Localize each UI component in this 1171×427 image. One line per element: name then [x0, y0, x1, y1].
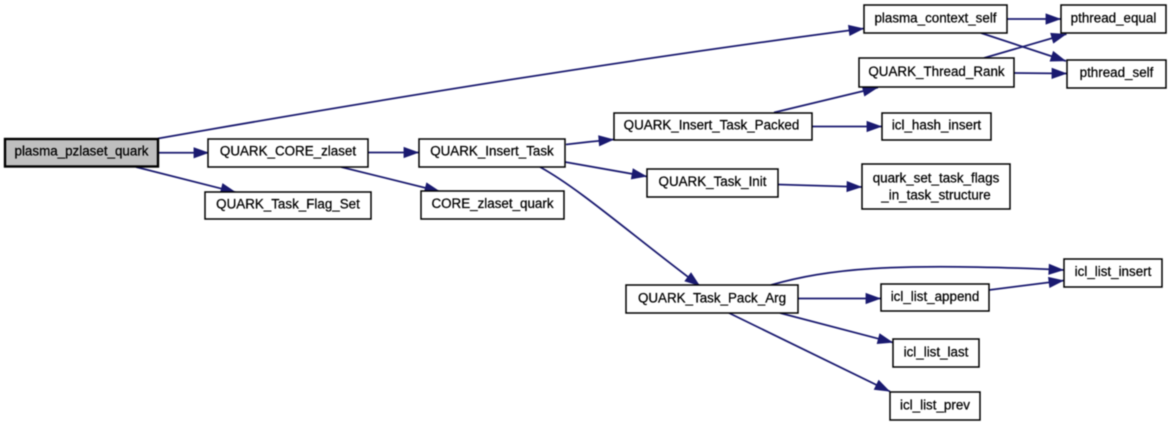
svg-text:plasma_context_self: plasma_context_self — [874, 10, 996, 25]
svg-text:QUARK_Insert_Task: QUARK_Insert_Task — [430, 144, 554, 159]
svg-text:icl_list_append: icl_list_append — [891, 289, 980, 304]
svg-text:QUARK_Insert_Task_Packed: QUARK_Insert_Task_Packed — [624, 118, 800, 133]
svg-text:icl_list_last: icl_list_last — [904, 345, 969, 360]
svg-text:icl_list_prev: icl_list_prev — [900, 398, 970, 413]
svg-text:QUARK_CORE_zlaset: QUARK_CORE_zlaset — [220, 144, 356, 159]
svg-text:QUARK_Task_Pack_Arg: QUARK_Task_Pack_Arg — [638, 290, 786, 305]
svg-text:quark_set_task_flags: quark_set_task_flags — [873, 171, 1000, 186]
svg-text:QUARK_Task_Init: QUARK_Task_Init — [659, 174, 767, 189]
svg-text:pthread_self: pthread_self — [1080, 65, 1154, 80]
svg-text:pthread_equal: pthread_equal — [1071, 10, 1157, 25]
svg-text:plasma_pzlaset_quark: plasma_pzlaset_quark — [15, 144, 149, 159]
svg-text:QUARK_Thread_Rank: QUARK_Thread_Rank — [868, 64, 1005, 79]
svg-text:icl_hash_insert: icl_hash_insert — [892, 118, 982, 133]
svg-text:icl_list_insert: icl_list_insert — [1075, 264, 1152, 279]
svg-text:QUARK_Task_Flag_Set: QUARK_Task_Flag_Set — [216, 197, 360, 212]
svg-text:CORE_zlaset_quark: CORE_zlaset_quark — [431, 196, 553, 211]
svg-text:_in_task_structure: _in_task_structure — [880, 188, 990, 203]
